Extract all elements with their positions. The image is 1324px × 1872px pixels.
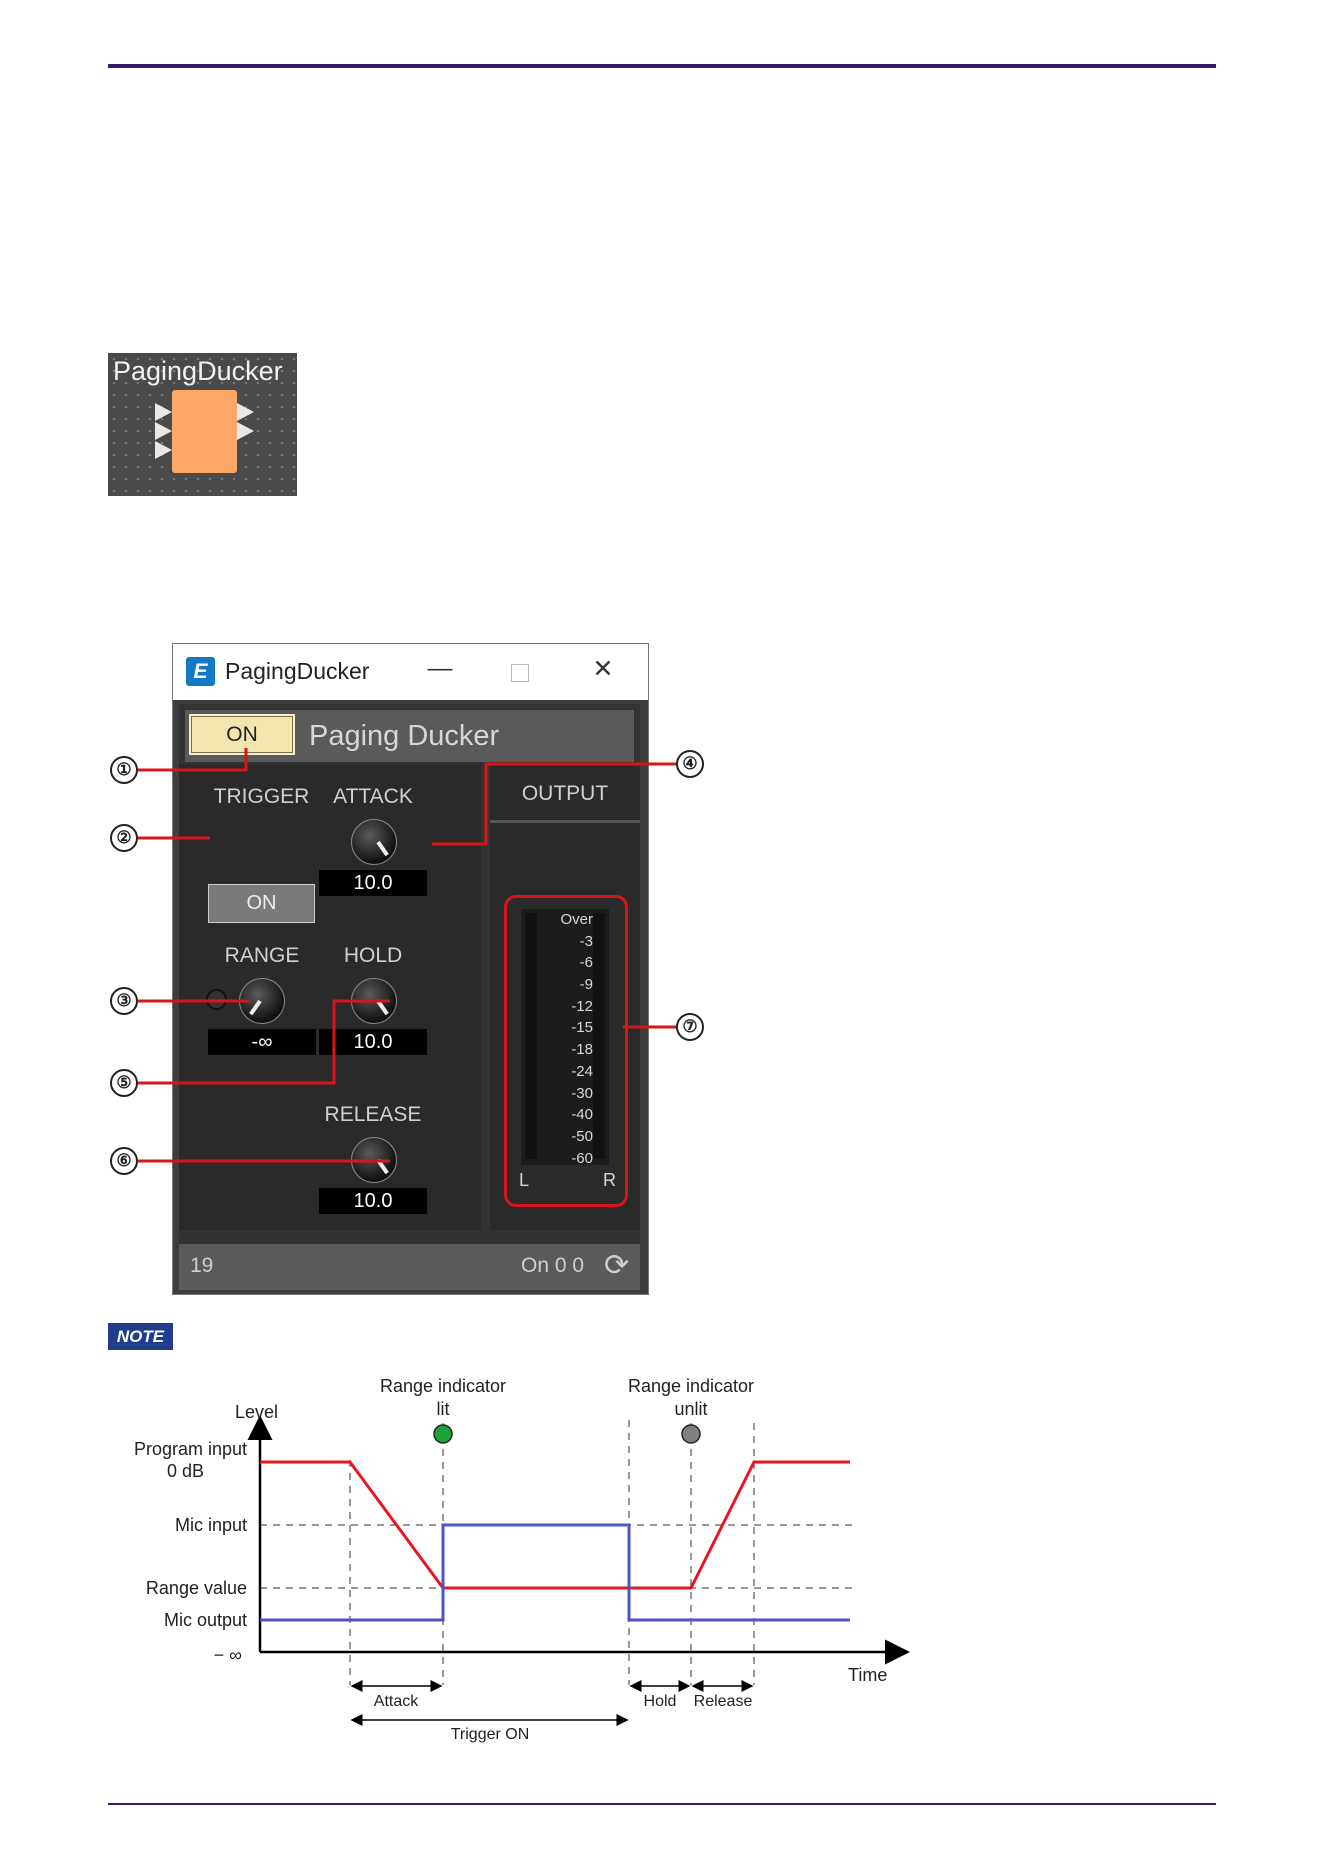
release-knob[interactable] <box>351 1137 397 1183</box>
input-port-icon <box>155 422 172 440</box>
range-lit-label-1: Range indicator <box>380 1376 506 1396</box>
scale-mark: -40 <box>571 1106 593 1124</box>
input-port-icon <box>155 441 172 459</box>
header-bar: ON Paging Ducker <box>185 710 634 762</box>
component-block <box>172 390 237 473</box>
range-label: RANGE <box>224 944 300 967</box>
attack-span-label: Attack <box>374 1693 419 1710</box>
editor-content: ON Paging Ducker TRIGGER ON ATTACK 10.0 … <box>179 704 640 1290</box>
minus-infinity-label: − ∞ <box>214 1645 243 1665</box>
scale-mark: -30 <box>571 1084 593 1102</box>
paging-ducker-component-tile[interactable]: PagingDucker <box>108 353 297 496</box>
program-input-label-1: Program input <box>134 1439 247 1459</box>
scale-mark: -12 <box>571 997 593 1015</box>
scale-mark: -3 <box>579 932 593 950</box>
output-port-icon <box>237 422 254 440</box>
scale-mark: -18 <box>571 1041 593 1059</box>
range-value-label: Range value <box>146 1578 247 1598</box>
release-span-label: Release <box>694 1693 753 1710</box>
callout-4: ④ <box>676 750 704 778</box>
meter-scale: Over -3 -6 -9 -12 -15 -18 -24 -30 -40 -5… <box>537 909 593 1169</box>
range-indicator-lit-icon <box>433 1424 453 1444</box>
input-port-icon <box>155 403 172 421</box>
maximize-button[interactable] <box>511 664 529 682</box>
range-lit-label-2: lit <box>437 1399 450 1419</box>
top-rule <box>108 64 1216 68</box>
scale-mark: -6 <box>579 954 593 972</box>
time-axis-label: Time <box>848 1665 887 1685</box>
parameter-panel: TRIGGER ON ATTACK 10.0 RANGE -∞ HOLD 10.… <box>179 764 481 1230</box>
output-meter: Over -3 -6 -9 -12 -15 -18 -24 -30 -40 -5… <box>521 909 609 1167</box>
range-unlit-label-2: unlit <box>674 1399 707 1419</box>
component-id: 19 <box>190 1254 214 1277</box>
minimize-button[interactable]: — <box>427 654 453 682</box>
release-value[interactable]: 10.0 <box>319 1188 427 1214</box>
output-label: OUTPUT <box>521 782 609 805</box>
release-label: RELEASE <box>324 1103 422 1126</box>
component-on-button[interactable]: ON <box>189 714 295 755</box>
range-indicator-icon <box>206 989 227 1010</box>
tile-title: PagingDucker <box>113 356 283 386</box>
attack-value[interactable]: 10.0 <box>319 870 427 896</box>
attack-label: ATTACK <box>333 785 413 808</box>
callout-2: ② <box>110 824 138 852</box>
trigger-label: TRIGGER <box>213 785 310 808</box>
window-title: PagingDucker <box>225 658 370 684</box>
mic-level-line <box>260 1523 850 1622</box>
scale-mark: Over <box>560 911 593 928</box>
scale-mark: -50 <box>571 1127 593 1145</box>
trigger-on-span-label: Trigger ON <box>451 1726 530 1743</box>
meter-highlight <box>504 895 628 1207</box>
meter-bar-left <box>525 913 537 1159</box>
status-bar: 19 On 0 0 ⟳ <box>179 1244 640 1290</box>
mic-output-label: Mic output <box>164 1610 247 1630</box>
scale-mark: -15 <box>571 1019 593 1037</box>
mic-input-label: Mic input <box>175 1515 247 1535</box>
hold-knob[interactable] <box>351 978 397 1024</box>
component-title: Paging Ducker <box>309 720 500 752</box>
range-indicator-unlit-icon <box>681 1424 701 1444</box>
hold-value[interactable]: 10.0 <box>319 1029 427 1055</box>
range-value[interactable]: -∞ <box>208 1029 316 1055</box>
scale-mark: -9 <box>579 976 593 994</box>
hold-span-label: Hold <box>644 1693 677 1710</box>
range-unlit-label-1: Range indicator <box>628 1376 754 1396</box>
meter-left-label: L <box>519 1170 530 1190</box>
sync-icon[interactable]: ⟳ <box>604 1249 630 1282</box>
callout-3: ③ <box>110 987 138 1015</box>
output-port-icon <box>237 403 254 421</box>
callout-6: ⑥ <box>110 1147 138 1175</box>
meter-bar-right <box>593 913 605 1159</box>
program-input-label-2: 0 dB <box>167 1461 204 1481</box>
hold-label: HOLD <box>343 944 403 967</box>
callout-1: ① <box>110 756 138 784</box>
callout-7: ⑦ <box>676 1013 704 1041</box>
output-header: OUTPUT <box>490 764 640 823</box>
scale-mark: -60 <box>571 1149 593 1167</box>
callout-5: ⑤ <box>110 1069 138 1097</box>
meter-right-label: R <box>603 1170 616 1190</box>
attack-knob[interactable] <box>351 819 397 865</box>
trigger-button[interactable]: ON <box>208 884 315 923</box>
program-level-line <box>260 1460 850 1590</box>
paging-ducker-window: E PagingDucker — ✕ ON Paging Ducker TRIG… <box>172 643 649 1295</box>
status-text: On 0 0 <box>521 1254 585 1277</box>
ducking-timing-diagram: Level Time Program input 0 dB Mic input … <box>134 1376 910 1743</box>
bottom-rule <box>108 1803 1216 1805</box>
app-icon: E <box>186 657 215 686</box>
range-knob[interactable] <box>239 978 285 1024</box>
note-badge: NOTE <box>108 1323 173 1350</box>
title-bar[interactable]: E PagingDucker — ✕ <box>173 644 648 700</box>
level-axis-label: Level <box>235 1402 278 1422</box>
scale-mark: -24 <box>571 1062 593 1080</box>
close-button[interactable]: ✕ <box>592 655 614 683</box>
